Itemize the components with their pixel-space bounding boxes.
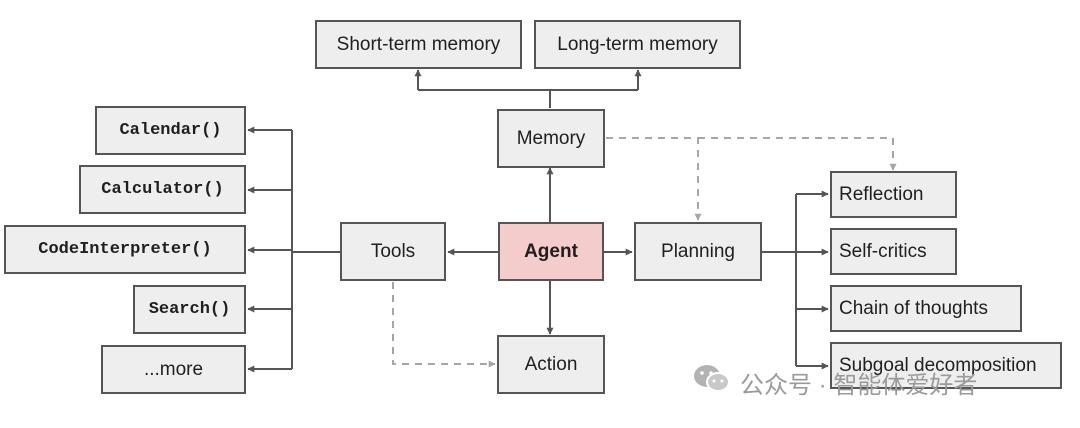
search-tool-node: Search() (133, 285, 246, 334)
calculator-tool-node: Calculator() (79, 165, 246, 214)
dashed-edge-tools-to-action (392, 282, 496, 368)
tools-node: Tools (340, 222, 446, 281)
chain-of-thoughts-node: Chain of thoughts (830, 285, 1022, 332)
long-term-memory-node: Long-term memory (534, 20, 741, 69)
subgoal-decomposition-node: Subgoal decomposition (830, 342, 1062, 389)
code-interpreter-tool-node: CodeInterpreter() (4, 225, 246, 274)
memory-node: Memory (497, 109, 605, 168)
short-term-memory-node: Short-term memory (315, 20, 522, 69)
watermark: 公众号 · 智能体爱好者 (692, 362, 977, 402)
dashed-edge-memory-to-planning (606, 137, 702, 221)
action-node: Action (497, 335, 605, 394)
dashed-edge-memory-to-reflection (698, 137, 897, 171)
reflection-node: Reflection (830, 171, 957, 218)
calendar-tool-node: Calendar() (95, 106, 246, 155)
planning-node: Planning (634, 222, 762, 281)
wechat-icon (692, 362, 732, 403)
agent-node: Agent (498, 222, 604, 281)
watermark-text: 公众号 · 智能体爱好者 (740, 371, 978, 399)
more-tools-node: ...more (101, 345, 246, 394)
self-critics-node: Self-critics (830, 228, 957, 275)
